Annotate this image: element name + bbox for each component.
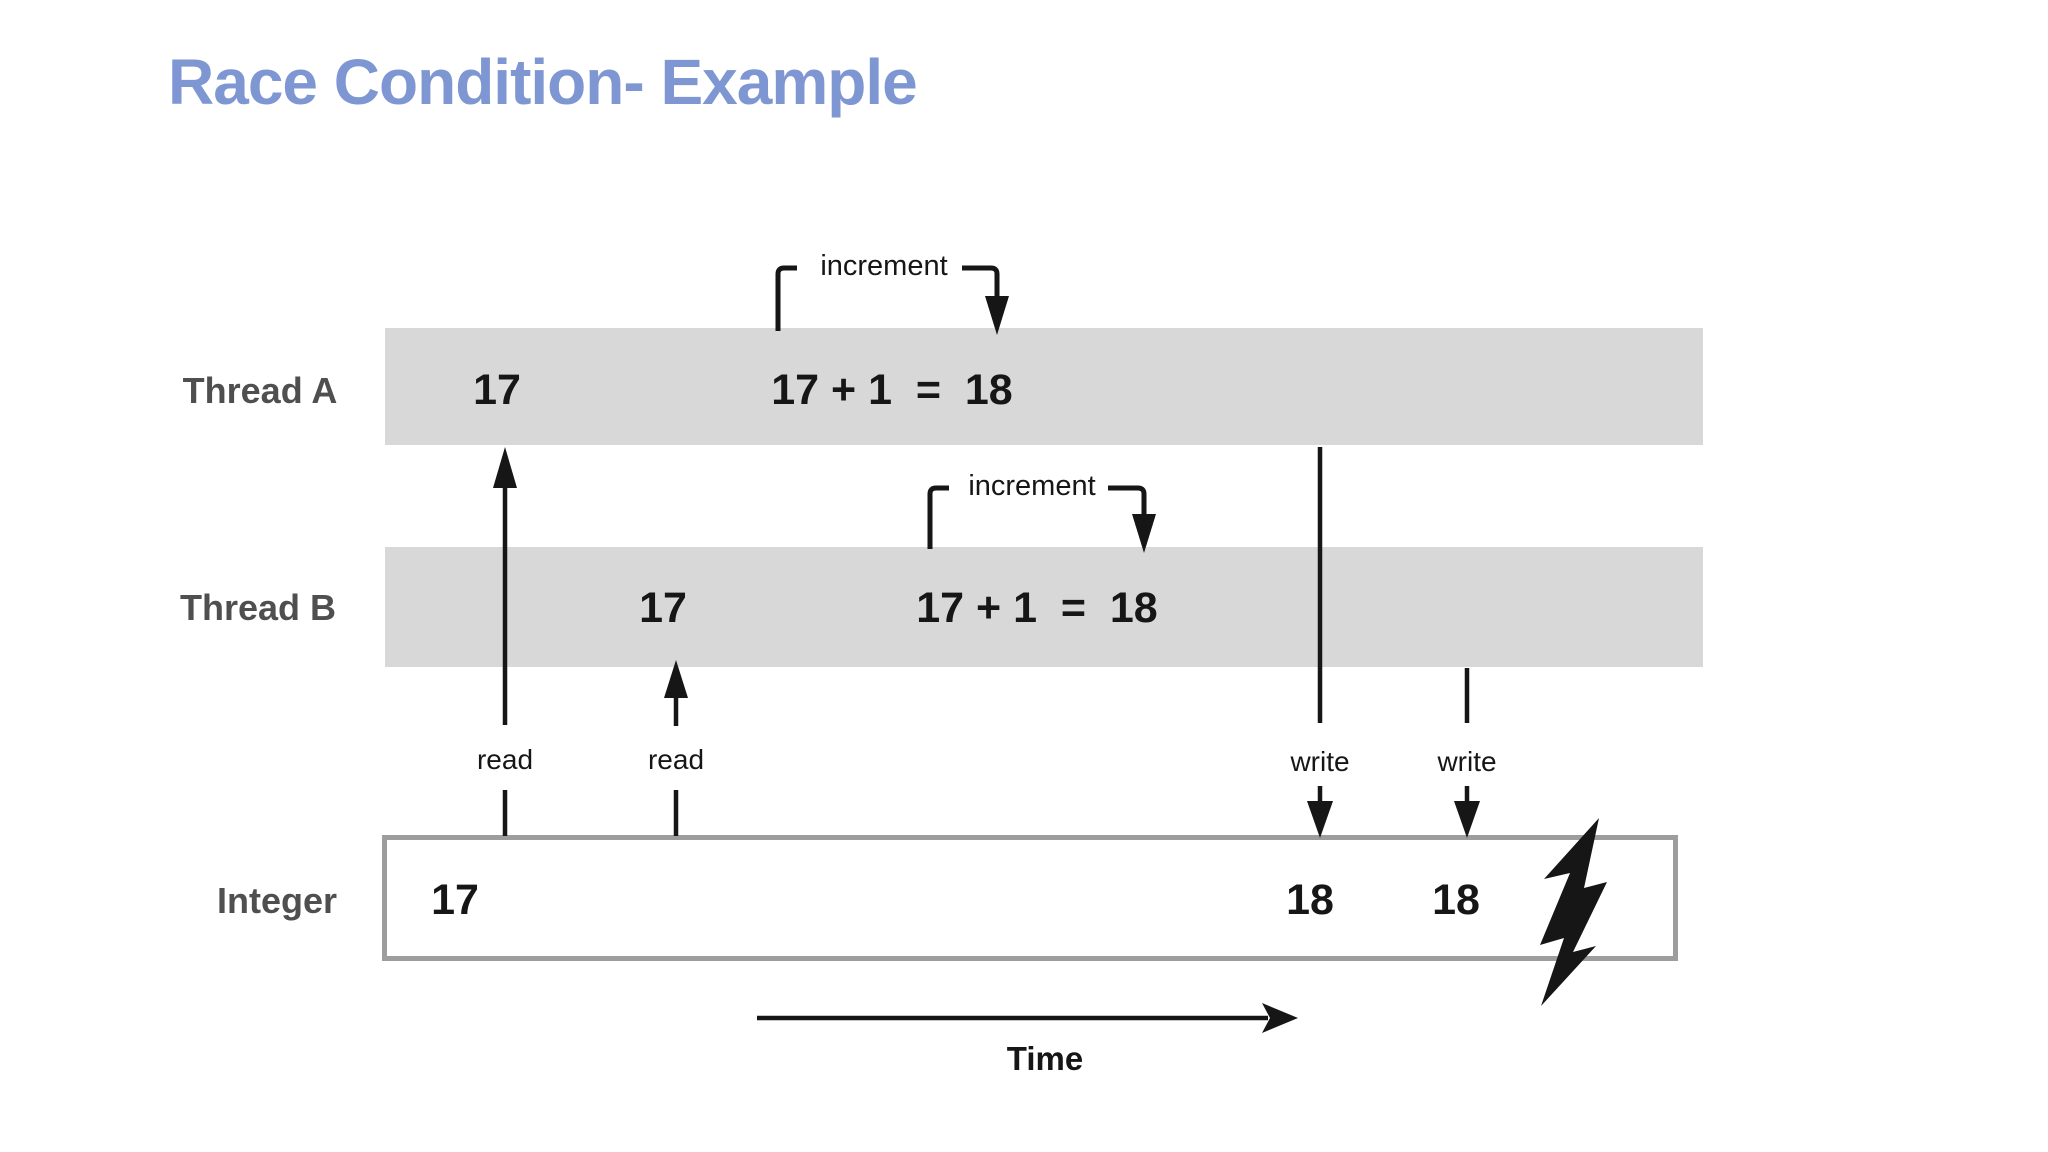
thread-a-read-value: 17 — [473, 366, 521, 414]
write-arrow-a-head — [1307, 801, 1333, 838]
page-title: Race Condition- Example — [168, 46, 918, 118]
thread-b-read-value: 17 — [639, 584, 687, 632]
write-label-a: write — [1290, 746, 1350, 777]
read-label-b: read — [647, 744, 705, 775]
time-arrow-head — [1262, 1003, 1298, 1033]
write-label-b: write — [1437, 746, 1497, 777]
thread-a-expression: 17 + 1 = 18 — [771, 366, 1013, 414]
increment-label-b: increment — [968, 470, 1096, 502]
thread-b-expression: 17 + 1 = 18 — [916, 584, 1158, 632]
read-arrow-a-head — [493, 447, 517, 488]
write-arrow-b-head — [1454, 801, 1480, 838]
thread-a-bar — [385, 328, 1703, 445]
thread-b-label: Thread B — [179, 587, 337, 628]
integer-written-value-b: 18 — [1432, 876, 1480, 924]
read-label-a: read — [476, 744, 534, 775]
integer-written-value-a: 18 — [1286, 876, 1334, 924]
integer-label: Integer — [216, 880, 338, 921]
thread-b-bar — [385, 547, 1703, 667]
time-label: Time — [1006, 1040, 1084, 1077]
integer-box — [382, 835, 1678, 961]
increment-label-a: increment — [820, 250, 948, 282]
thread-a-label: Thread A — [182, 370, 338, 411]
integer-initial-value: 17 — [431, 876, 479, 924]
